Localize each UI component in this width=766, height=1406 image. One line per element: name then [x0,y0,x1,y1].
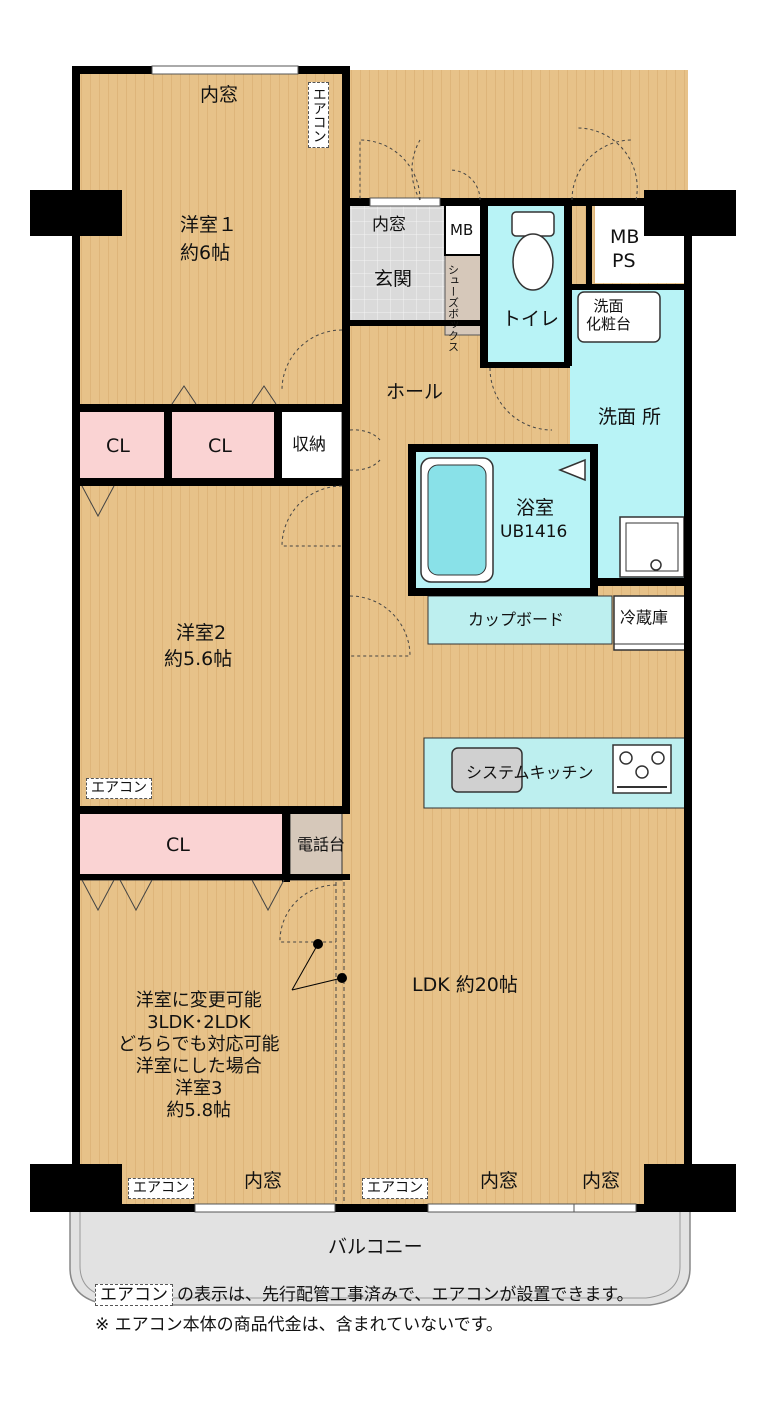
window-entrance-label: 内窓 [372,215,406,235]
window-bottom-right-label: 内窓 [582,1170,621,1192]
cupboard-box [427,595,613,645]
closet1-label: CL [106,435,130,457]
fridge-box [613,595,687,651]
vanity-label: 洗面 化粧台 [586,297,632,333]
phone-stand-label: 電話台 [297,835,346,854]
shoe-box-label: シューズボックス [446,264,460,352]
pillar-top-left [30,190,122,236]
doors [279,127,638,943]
washroom-label: 洗面 所 [598,406,662,428]
marker-dot-2 [337,973,347,983]
balcony-label: バルコニー [328,1236,423,1258]
entrance-label: 玄関 [374,268,413,290]
balcony-area [69,1204,691,1306]
bedroom2-size: 約5.6帖 [164,648,233,670]
pillar-bottom-left [30,1164,122,1212]
pillar-top-right [644,190,736,236]
stove [612,744,672,794]
note-aircon-tag: エアコン [95,1284,173,1306]
bedroom1-name: 洋室１ [180,214,238,236]
closet3-label: CL [166,834,190,856]
bath-unit-label: UB1416 [500,522,568,542]
closet2-label: CL [208,435,232,457]
ldk-label: LDK 約20帖 [412,974,518,996]
aircon-bottom-mid-tag: エアコン [362,1178,428,1199]
note-line-1: エアコンの表示は、先行配管工事済みで、エアコンが設置できます。 [95,1280,634,1306]
bedroom1-size: 約6帖 [180,242,231,264]
cupboard-label: カップボード [468,610,565,629]
system-kitchen-label: システムキッチン [466,763,594,782]
pillar-bottom-right [644,1164,736,1212]
entrance-floor [347,205,445,325]
window-bedroom1-label: 内窓 [200,84,239,106]
windows [151,65,637,1213]
bath-name-label: 浴室 [516,497,555,519]
mb-left-label: MB [450,221,474,239]
room3-note: 洋室に変更可能 3LDK･2LDK どちらでも対応可能 洋室にした場合 洋室3 … [118,990,280,1121]
mb-right-label: MB [610,226,640,248]
phone-stand-box [289,811,343,881]
toilet-bowl [512,233,554,291]
aircon-bedroom2-tag: エアコン [86,778,152,799]
note-line-1-text: の表示は、先行配管工事済みで、エアコンが設置できます。 [177,1285,634,1305]
fridge-label: 冷蔵庫 [620,608,669,627]
ps-label: PS [612,250,636,272]
toilet-bowl-tank [511,211,555,237]
aircon-bedroom1-tag: エアコン [308,82,329,148]
aircon-bottom-left-tag: エアコン [128,1178,194,1199]
storage-label: 収納 [292,435,326,455]
bedroom2-name: 洋室2 [176,622,227,644]
closet-3 [77,811,287,881]
marker-dot-1 [313,939,323,949]
toilet-label: トイレ [502,308,560,330]
vanity-unit [577,291,661,343]
window-bottom-left-label: 内窓 [244,1170,283,1192]
sink [451,747,523,793]
window-bottom-mid-label: 内窓 [480,1170,519,1192]
note-line-2: ※ エアコン本体の商品代金は、含まれていないです。 [95,1315,503,1335]
hall-label: ホール [386,381,444,403]
